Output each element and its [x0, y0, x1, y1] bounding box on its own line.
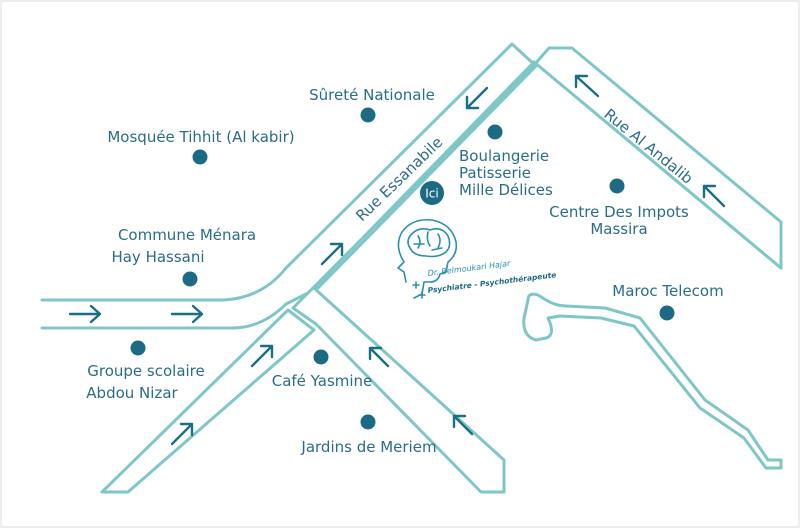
label-surete: Sûreté Nationale: [309, 86, 435, 104]
arrow-northeast-sw-road-2: [250, 344, 274, 368]
arrow-northeast-essanabile: [320, 242, 344, 266]
dot-jardins: [360, 414, 376, 430]
label-boulangerie-2: Patisserie: [459, 164, 531, 182]
dot-surete: [360, 107, 376, 123]
dot-maroc-telecom: [659, 305, 675, 321]
dot-boulangerie: [487, 124, 503, 140]
arrow-northwest-se-road-1: [452, 414, 474, 436]
label-boulangerie-1: Boulangerie: [459, 147, 549, 165]
label-groupe-scolaire-1: Groupe scolaire: [87, 362, 205, 380]
here-marker: Ici: [420, 181, 444, 205]
arrow-southwest-essanabile: [465, 86, 489, 110]
arrow-east-1: [68, 304, 102, 324]
label-centre-impots-2: Massira: [590, 220, 647, 238]
here-marker-dot: [420, 181, 444, 205]
label-commune-2: Hay Hassani: [111, 248, 204, 266]
arrow-northeast-sw-road-1: [170, 422, 194, 446]
road-essanabile-west: [40, 42, 538, 330]
dot-groupe-scolaire: [130, 340, 146, 356]
arrow-east-2: [170, 304, 204, 324]
label-centre-impots-1: Centre Des Impots: [549, 203, 689, 221]
road-al-andalib-southeast: [291, 46, 783, 494]
label-commune-1: Commune Ménara: [118, 226, 256, 244]
logo-head-brain-icon: [397, 218, 458, 299]
dot-commune: [182, 271, 198, 287]
dot-centre-impots: [609, 178, 625, 194]
label-maroc-telecom: Maroc Telecom: [612, 282, 723, 300]
dot-cafe: [313, 349, 329, 365]
label-boulangerie-3: Mille Délices: [459, 181, 553, 199]
road-winding-path: [522, 292, 783, 470]
logo-plus-icons: [412, 281, 426, 299]
label-cafe: Café Yasmine: [272, 372, 373, 390]
label-jardins: Jardins de Meriem: [300, 438, 436, 456]
dot-mosquee: [192, 149, 208, 165]
arrow-northwest-se-road-2: [368, 346, 390, 368]
here-marker-label: Ici: [425, 187, 438, 201]
arrow-northwest-andalib-2: [702, 184, 726, 208]
label-mosquee: Mosquée Tihhit (Al kabir): [107, 128, 294, 146]
arrow-northwest-andalib-1: [574, 74, 600, 98]
label-groupe-scolaire-2: Abdou Nizar: [86, 384, 178, 402]
